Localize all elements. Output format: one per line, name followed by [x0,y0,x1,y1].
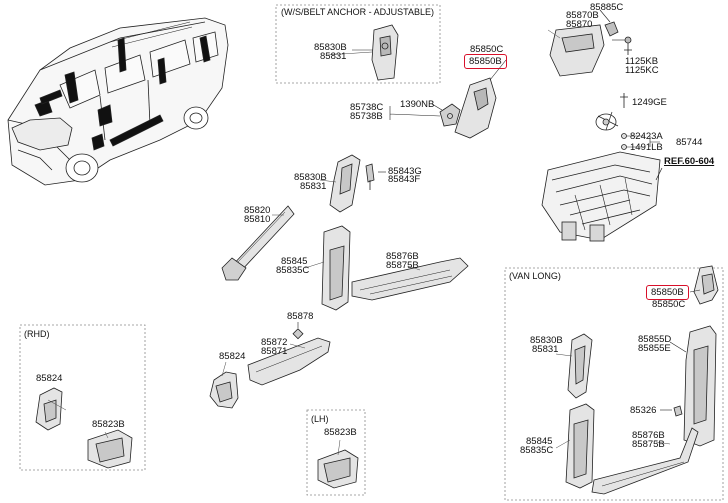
part-number-85876B[interactable]: 85876B [386,251,419,262]
part-85870-corner-trim [549,24,605,77]
van-overview-illustration [7,17,229,186]
part-number-85326-van[interactable]: 85326 [630,405,657,416]
part-number-85831[interactable]: 85831 [300,181,327,192]
part-number-85831-anchor[interactable]: 85831 [320,51,347,62]
part-number-85823B-rhd[interactable]: 85823B [92,419,125,430]
part-1249GE-screw [620,93,628,108]
part-number-85830B[interactable]: 85830B [294,172,327,183]
floor-panel-assembly [541,151,661,242]
highlight-van-85850B [646,285,689,300]
part-number-85876B-van[interactable]: 85876B [632,430,665,441]
part-van-85876B-scuff-plate [591,427,699,495]
part-number-85850C[interactable]: 85850C [470,44,504,55]
rhd-variant-box [19,324,146,471]
part-van-85830B-pillar-upper [567,333,593,399]
part-number-85835C-van[interactable]: 85835C [520,445,554,456]
part-85820-a-pillar-trim [221,205,295,281]
part-number-85870B[interactable]: 85870B [566,10,599,21]
part-number-85738C[interactable]: 85738C [350,102,384,113]
part-number-1249GE[interactable]: 1249GE [632,97,667,108]
part-lh-85823B-cover [317,449,359,489]
part-85876B-scuff-plate [351,257,469,301]
part-85744-hook [595,111,619,131]
part-number-85855D-van[interactable]: 85855D [638,334,672,345]
part-85872-front-scuff [247,337,331,386]
part-number-1491LB[interactable]: 1491LB [630,142,663,153]
part-85885C-clip [599,9,619,37]
part-number-85823B-lh[interactable]: 85823B [324,427,357,438]
anchor-variant-box [275,4,441,84]
part-85850-upper-trim [454,77,497,139]
lh-variant-box [306,409,366,496]
part-number-85845[interactable]: 85845 [281,256,308,267]
part-number-85845-van[interactable]: 85845 [526,436,553,447]
part-number-85820[interactable]: 85820 [244,205,271,216]
part-number-85835C[interactable]: 85835C [276,265,310,276]
part-number-85855E-van[interactable]: 85855E [638,343,671,354]
lh-box-title: (LH) [311,414,329,424]
part-number-85872[interactable]: 85872 [261,337,288,348]
part-number-85824-rhd[interactable]: 85824 [36,373,63,384]
part-number-85885C[interactable]: 85885C [590,2,624,13]
reference-link-60-604[interactable]: REF.60-604 [664,156,715,167]
part-number-85870[interactable]: 85870 [566,19,593,30]
part-number-85843G[interactable]: 85843G [388,166,422,177]
part-number-85744[interactable]: 85744 [676,137,703,148]
part-number-85830B-anchor[interactable]: 85830B [314,42,347,53]
part-van-85326-clip [673,405,683,417]
part-number-85850B-van-highlighted[interactable]: 85850B [651,287,684,298]
part-number-1125KB[interactable]: 1125KB [625,56,659,67]
part-number-1125KC[interactable]: 1125KC [625,65,659,76]
part-van-85845-b-pillar-lower [565,403,595,489]
part-85738-bracket [439,103,461,127]
highlight-85850B [464,54,507,69]
part-85824-kick-panel [209,371,239,409]
part-number-85878[interactable]: 85878 [287,311,314,322]
part-rhd-85823B-cover [87,429,133,469]
part-number-85830B-van[interactable]: 85830B [530,335,563,346]
van-long-variant-box [504,267,724,501]
part-number-85875B[interactable]: 85875B [386,260,419,271]
part-number-85850C-van[interactable]: 85850C [652,299,686,310]
part-van-85850-upper-trim [693,265,719,305]
part-number-85850B-highlighted[interactable]: 85850B [469,56,502,67]
van-long-box-title: (VAN LONG) [509,271,561,281]
part-number-85843F[interactable]: 85843F [388,174,421,185]
rhd-box-title: (RHD) [24,329,50,339]
part-1125KB-bolt [624,36,632,55]
part-number-85831-van[interactable]: 85831 [532,344,559,355]
anchor-box-title: (W/S/BELT ANCHOR - ADJUSTABLE) [281,7,435,17]
part-number-85810[interactable]: 85810 [244,214,271,225]
part-number-85875B-van[interactable]: 85875B [632,439,665,450]
part-van-85855D-quarter-trim [683,325,717,447]
part-number-85871[interactable]: 85871 [261,346,288,357]
part-85843G-clip [365,163,375,190]
part-rhd-85824-kick [35,387,63,431]
part-85878-clip [292,328,304,340]
part-number-85738B[interactable]: 85738B [350,111,383,122]
part-number-85824[interactable]: 85824 [219,351,246,362]
part-85830B-pillar-upper [329,154,361,213]
part-pillar-anchor-trim [371,24,399,81]
part-85845-b-pillar-lower [321,225,351,311]
part-number-1390NB[interactable]: 1390NB [400,99,435,110]
part-number-82423A[interactable]: 82423A [630,131,663,142]
